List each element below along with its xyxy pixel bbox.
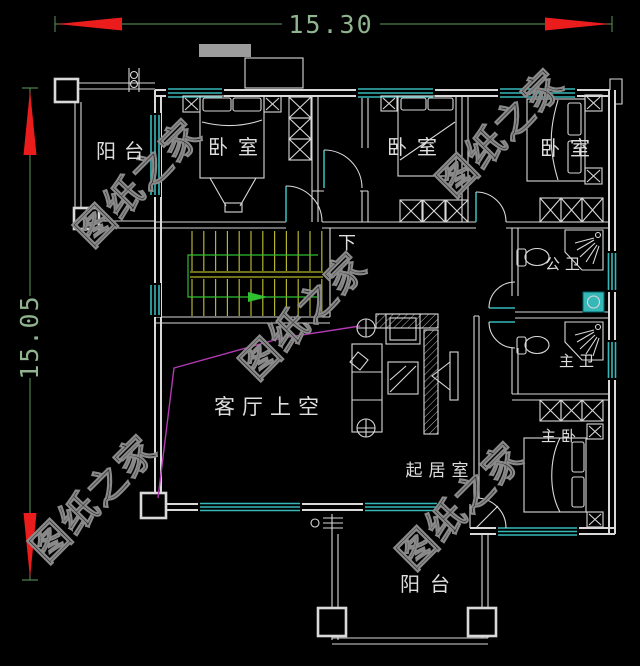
living-void-boundary	[157, 325, 361, 499]
top-right-notch	[609, 78, 623, 105]
label-bedroom-mid: 卧室	[387, 135, 447, 159]
column	[72, 206, 101, 231]
label-master-bath: 主卫	[559, 352, 599, 370]
room-labels: 阳台 卧室 卧室 卧室 公卫 主卫 主卧 客厅上空 起居室 阳台 下	[96, 135, 600, 596]
door-master-bath	[488, 321, 516, 349]
dimension-arrow-up	[23, 90, 37, 155]
wardrobe-mid	[399, 199, 469, 223]
dimension-arrow-down	[23, 513, 37, 578]
door-hall	[323, 149, 363, 189]
washbasin	[582, 291, 605, 313]
door-bedroom-left	[285, 185, 323, 223]
label-sitting-room: 起居室	[406, 461, 475, 481]
wardrobe-master	[539, 399, 604, 422]
window-right-2	[606, 340, 618, 380]
walls	[53, 44, 623, 645]
shower-master	[564, 321, 604, 361]
dimension-left: 15.05	[15, 87, 44, 581]
dimension-left-value: 15.05	[15, 294, 44, 379]
window-top-2	[356, 86, 435, 98]
balcony-bottom-walls	[316, 514, 498, 645]
toilet-master	[516, 335, 550, 355]
balcony-door-left	[148, 113, 161, 197]
dimension-arrow-right	[545, 17, 610, 31]
label-balcony-top: 阳台	[96, 139, 152, 163]
label-master-bedroom: 主卧	[541, 427, 581, 445]
label-living-void: 客厅上空	[214, 395, 326, 419]
window-bottom-1	[198, 501, 302, 512]
dimension-top: 15.30	[54, 10, 613, 39]
watermark: 图纸之家	[232, 244, 376, 388]
column	[466, 606, 498, 638]
shower-public	[564, 229, 604, 271]
label-bedroom-left: 卧室	[208, 135, 268, 159]
bed-mid	[380, 95, 457, 177]
dimension-arrow-left	[57, 17, 122, 31]
doors	[285, 149, 516, 529]
label-bedroom-right: 卧室	[540, 136, 600, 160]
column	[53, 77, 80, 104]
door-corridor	[475, 191, 507, 223]
stair-direction-arrow	[248, 292, 268, 302]
tv-unit	[431, 351, 459, 401]
column	[316, 606, 348, 638]
windows	[148, 86, 618, 537]
door-master-bedroom	[475, 497, 507, 529]
vent-pipe-symbol	[128, 68, 140, 92]
staircase	[187, 231, 323, 316]
toilet-public	[516, 247, 550, 267]
bed-master	[523, 423, 604, 528]
watermark: 图纸之家	[67, 111, 211, 255]
gray-block	[199, 44, 251, 57]
window-left-stair	[149, 283, 161, 317]
dimension-top-value: 15.30	[288, 10, 373, 39]
window-bottom-2	[363, 501, 439, 512]
column	[139, 491, 168, 520]
wardrobe-left	[288, 96, 312, 161]
label-public-bath: 公卫	[545, 255, 585, 273]
drain-symbol	[310, 517, 343, 529]
roof-flue	[244, 57, 304, 89]
window-master-bottom	[496, 525, 579, 537]
window-top-3	[498, 86, 577, 98]
balcony-top-walls	[53, 77, 155, 231]
bed-right	[526, 94, 603, 185]
sofa-set	[349, 313, 439, 438]
label-balcony-bottom: 阳台	[400, 572, 460, 596]
window-top-1	[166, 86, 224, 98]
door-public-bath	[488, 281, 516, 309]
label-stair-down: 下	[338, 233, 356, 254]
window-right-1	[606, 251, 618, 292]
bed-left	[182, 95, 282, 213]
furniture	[182, 94, 605, 529]
wardrobe-right	[539, 197, 604, 223]
